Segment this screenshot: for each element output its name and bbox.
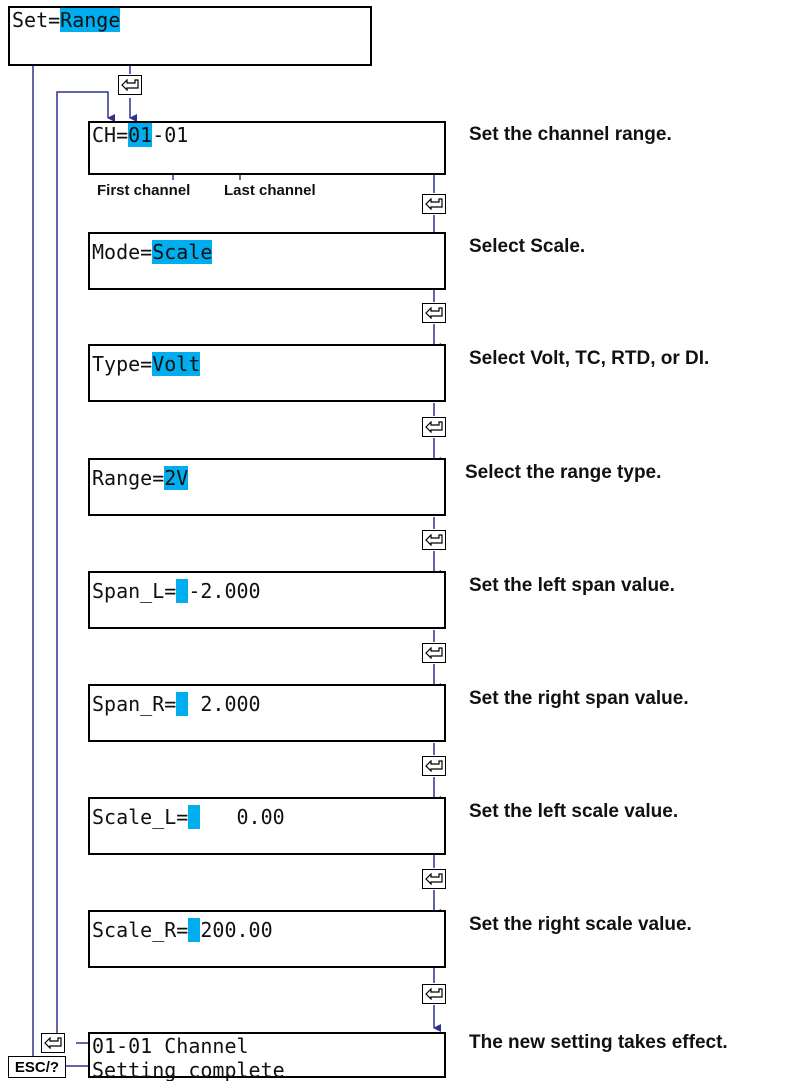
- top-prefix: Set=: [12, 8, 61, 32]
- esc-key-button[interactable]: ESC/?: [8, 1056, 66, 1078]
- step-value: 2V: [164, 466, 189, 490]
- step-prefix: Scale_L=: [92, 805, 189, 829]
- step-note-4: Set the left span value.: [469, 575, 675, 596]
- step-prefix: Span_R=: [92, 692, 177, 716]
- first-channel-label: First channel: [97, 182, 191, 199]
- enter-key-icon: [44, 1037, 62, 1049]
- enter-key-button[interactable]: [422, 417, 446, 437]
- final-display: 01-01 Channel Setting complete: [88, 1032, 446, 1081]
- first-channel-value: 01: [128, 123, 153, 147]
- enter-key-icon: [425, 760, 443, 772]
- final-note: The new setting takes effect.: [469, 1032, 728, 1053]
- step-display-7: Scale_R= 200.00: [88, 910, 446, 968]
- step-note-6: Set the left scale value.: [469, 801, 679, 822]
- step-display-6: Scale_L= 0.00: [88, 797, 446, 855]
- step-prefix: Mode=: [92, 240, 153, 264]
- step-display-3: Range=2V: [88, 458, 446, 516]
- step-suffix: -2.000: [188, 579, 261, 603]
- step-note-2: Select Volt, TC, RTD, or DI.: [469, 348, 710, 369]
- step-note-5: Set the right span value.: [469, 688, 689, 709]
- step-note-3: Select the range type.: [465, 462, 662, 483]
- step-prefix: Type=: [92, 352, 153, 376]
- top-display: Set=Range: [8, 6, 372, 66]
- step-suffix: 2.000: [188, 692, 261, 716]
- step-display-4: Span_L= -2.000: [88, 571, 446, 629]
- enter-key-icon: [425, 647, 443, 659]
- step-value: Volt: [152, 352, 201, 376]
- last-channel-value: 01: [164, 123, 189, 147]
- enter-key-icon: [121, 79, 139, 91]
- enter-key-icon: [425, 421, 443, 433]
- enter-key-button[interactable]: [118, 75, 142, 95]
- step-display-5: Span_R= 2.000: [88, 684, 446, 742]
- step-value: [188, 918, 201, 942]
- step-value: [176, 692, 189, 716]
- step-suffix: 200.00: [200, 918, 273, 942]
- top-value: Range: [60, 8, 121, 32]
- enter-key-icon: [425, 873, 443, 885]
- enter-key-button[interactable]: [422, 530, 446, 550]
- step-value: Scale: [152, 240, 213, 264]
- enter-key-icon: [425, 534, 443, 546]
- channel-prefix: CH=: [92, 123, 129, 147]
- step-suffix: 0.00: [200, 805, 285, 829]
- step-value: [176, 579, 189, 603]
- last-channel-label: Last channel: [224, 182, 316, 199]
- step-note-1: Select Scale.: [469, 236, 586, 257]
- enter-key-button[interactable]: [422, 869, 446, 889]
- final-line-2: Setting complete: [92, 1058, 285, 1081]
- step-display-1: Mode=Scale: [88, 232, 446, 290]
- step-value: [188, 805, 201, 829]
- enter-key-button[interactable]: [422, 303, 446, 323]
- enter-key-button[interactable]: [422, 984, 446, 1004]
- channel-note: Set the channel range.: [469, 124, 672, 145]
- channel-separator: -: [152, 123, 165, 147]
- channel-display: CH=01-01: [88, 121, 446, 175]
- enter-key-icon: [425, 307, 443, 319]
- step-note-7: Set the right scale value.: [469, 914, 692, 935]
- enter-key-button[interactable]: [41, 1033, 65, 1053]
- step-prefix: Scale_R=: [92, 918, 189, 942]
- enter-key-icon: [425, 198, 443, 210]
- enter-key-button[interactable]: [422, 643, 446, 663]
- step-display-2: Type=Volt: [88, 344, 446, 402]
- final-line-1: 01-01 Channel: [92, 1034, 249, 1058]
- step-prefix: Span_L=: [92, 579, 177, 603]
- enter-key-icon: [425, 988, 443, 1000]
- enter-key-button[interactable]: [422, 756, 446, 776]
- enter-key-button[interactable]: [422, 194, 446, 214]
- step-prefix: Range=: [92, 466, 165, 490]
